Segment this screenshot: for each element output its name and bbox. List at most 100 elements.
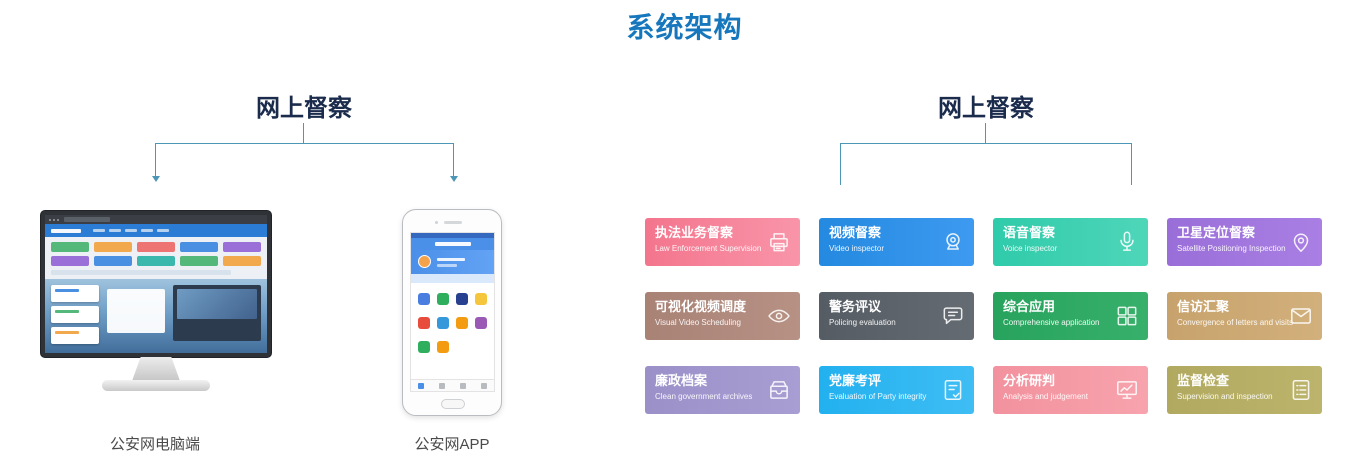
card-title: 执法业务督察 [655,225,734,240]
phone-home-button [441,399,465,409]
app-icon [437,341,450,353]
app-icon [437,317,450,329]
dashboard-header [45,224,267,237]
phone-tab [439,383,446,389]
app-icon [455,317,468,329]
dashboard-chip [137,242,175,252]
dashboard-media-panel [173,285,261,341]
card-subtitle: Visual Video Scheduling [655,318,741,327]
feature-card-8: 信访汇聚 Convergence of letters and visits [1167,292,1322,340]
app-icon [474,293,487,305]
dashboard-chip [180,256,218,266]
dashboard-chip [137,256,175,266]
monitor-stand-base [102,380,210,391]
arrow-down-icon [152,176,160,182]
phone-speaker [444,221,462,224]
phone-app-title-placeholder [434,242,471,246]
grid-icon [1114,303,1140,329]
app-icon [437,293,450,305]
dashboard-panel [51,327,99,344]
profile-text-placeholder [437,258,465,261]
phone-banner [411,274,494,283]
card-title: 综合应用 [1003,299,1056,314]
page-title: 系统架构 [626,12,743,43]
right-bracket-horizontal [840,143,1132,144]
card-subtitle: Evaluation of Party integrity [829,392,927,401]
monitor-frame [40,210,272,358]
card-title: 党廉考评 [829,373,882,388]
monitor-chart-icon [1114,377,1140,403]
dashboard-panel [107,289,165,333]
phone-tab [418,383,425,389]
right-bracket-stem [985,123,986,143]
browser-tab [64,217,110,222]
feature-card-5: 可视化视频调度 Visual Video Scheduling [645,292,800,340]
left-bracket-drop-pc [155,143,156,176]
nav-item-placeholder [109,229,121,232]
archive-box-icon [766,377,792,403]
pc-device-label: 公安网电脑端 [109,436,200,453]
location-pin-icon [1288,229,1314,255]
dashboard-chip [51,256,89,266]
microphone-icon [1114,229,1140,255]
card-title: 卫星定位督察 [1177,225,1256,240]
left-bracket-stem [303,123,304,143]
card-subtitle: Voice inspector [1003,244,1058,253]
right-section-title: 网上督察 [938,95,1034,122]
profile-text-placeholder [437,264,457,267]
dashboard-panel [51,306,99,323]
card-title: 信访汇聚 [1177,299,1230,314]
eye-icon [766,303,792,329]
card-subtitle: Supervision and inspection [1177,392,1273,401]
chat-bubble-icon [940,303,966,329]
nav-item-placeholder [93,229,105,232]
dashboard-chip [94,256,132,266]
card-subtitle: Comprehensive application [1003,318,1100,327]
card-title: 监督检查 [1177,373,1230,388]
phone-camera-dot [435,221,438,224]
window-dot [53,218,55,221]
nav-item-placeholder [141,229,153,232]
phone-app-header [411,238,494,250]
phone-tab-bar [411,379,494,391]
nav-item-placeholder [125,229,137,232]
feature-card-10: 党廉考评 Evaluation of Party integrity [819,366,974,414]
feature-card-3: 语音督察 Voice inspector [993,218,1148,266]
phone-illustration [402,209,502,416]
left-section-title: 网上督察 [256,95,352,122]
phone-app-icon-grid [411,283,494,379]
dashboard-photo-area [45,279,267,353]
printer-icon [766,229,792,255]
right-bracket-drop-left [840,143,841,185]
card-title: 语音督察 [1003,225,1056,240]
window-dot [57,218,59,221]
phone-status-bar [411,233,494,238]
document-check-icon [940,377,966,403]
dashboard-chip [223,256,261,266]
monitor-stand-neck [132,357,180,381]
app-icon [418,317,431,329]
monitor-screen-content [45,215,267,353]
dashboard-chip [180,242,218,252]
dashboard-content [45,237,267,353]
card-subtitle: Law Enforcement Supervision [655,244,762,253]
dashboard-bar [51,270,231,275]
dashboard-media-thumbnail [177,289,257,319]
card-subtitle: Policing evaluation [829,318,896,327]
app-icon [418,341,431,353]
browser-bar [45,215,267,224]
card-subtitle: Convergence of letters and visits [1177,318,1294,327]
feature-card-11: 分析研判 Analysis and judgement [993,366,1148,414]
card-title: 分析研判 [1003,373,1056,388]
dashboard-chip [51,242,89,252]
feature-card-7: 综合应用 Comprehensive application [993,292,1148,340]
dashboard-panel [51,285,99,302]
card-title: 可视化视频调度 [655,299,747,314]
phone-tab [480,383,487,389]
card-subtitle: Analysis and judgement [1003,392,1088,401]
